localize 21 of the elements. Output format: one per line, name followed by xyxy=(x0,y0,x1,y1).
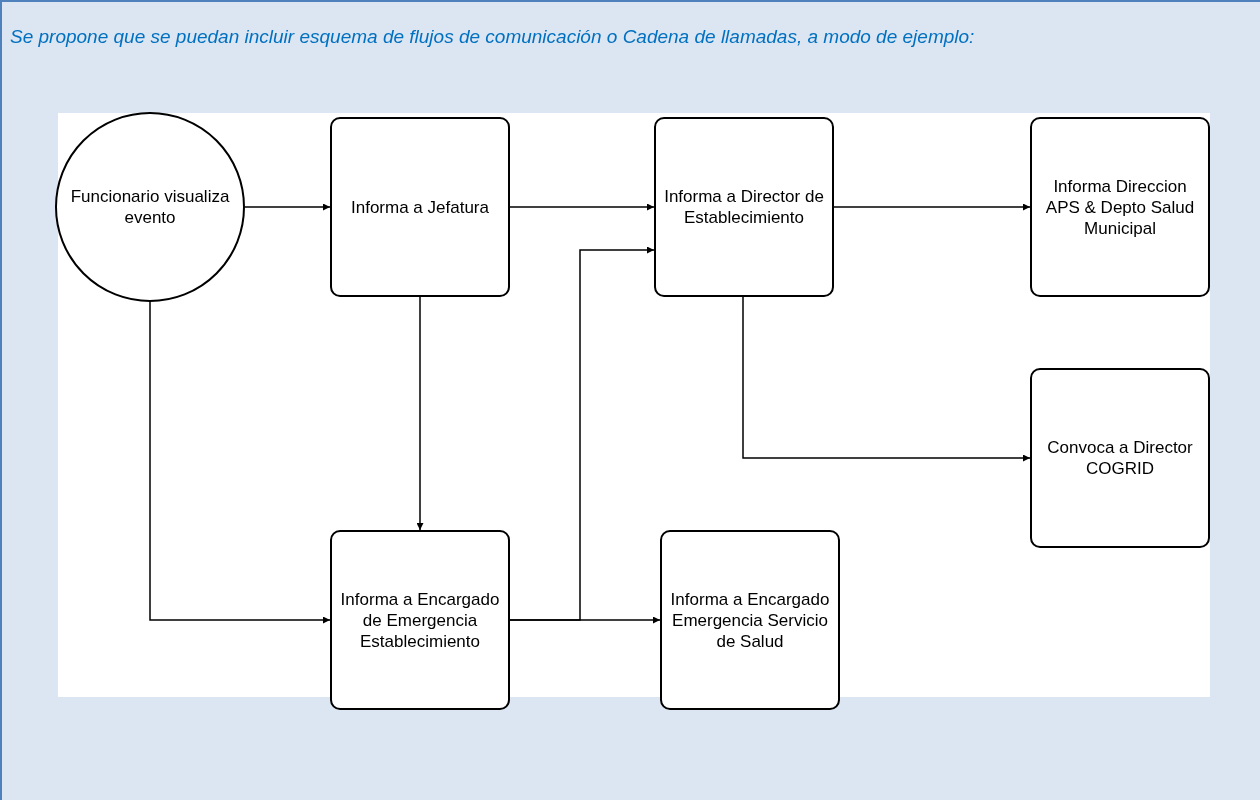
process-box xyxy=(330,117,510,297)
process-box xyxy=(330,530,510,710)
node-label: Informa a Director de Establecimiento xyxy=(663,186,825,228)
node-label: Informa Direccion APS & Depto Salud Municipal xyxy=(1044,175,1196,239)
process-box xyxy=(1030,368,1210,548)
process-box xyxy=(660,530,840,710)
arrow xyxy=(742,296,1031,462)
node-label: Funcionario visualiza evento xyxy=(69,186,231,228)
note-text: Se propone que se puedan incluir esquema de flujos de comunicación o Cadena de llamadas, a modo de ejemplo: xyxy=(10,26,975,48)
node-label: Informa a Encargado Emergencia Servicio de Salud xyxy=(669,588,831,652)
node-label: Convoca a Director COGRID xyxy=(1046,437,1194,479)
arrow xyxy=(244,203,331,211)
arrow xyxy=(509,203,655,211)
arrow xyxy=(149,301,331,624)
process-box xyxy=(654,117,834,297)
process-box xyxy=(1030,117,1210,297)
arrow xyxy=(509,616,661,624)
node-label: Informa a Encargado de Emergencia Establecimiento xyxy=(339,588,501,652)
arrow xyxy=(833,203,1031,211)
arrow xyxy=(416,296,424,531)
node-label: Informa a Jefatura xyxy=(351,196,489,218)
